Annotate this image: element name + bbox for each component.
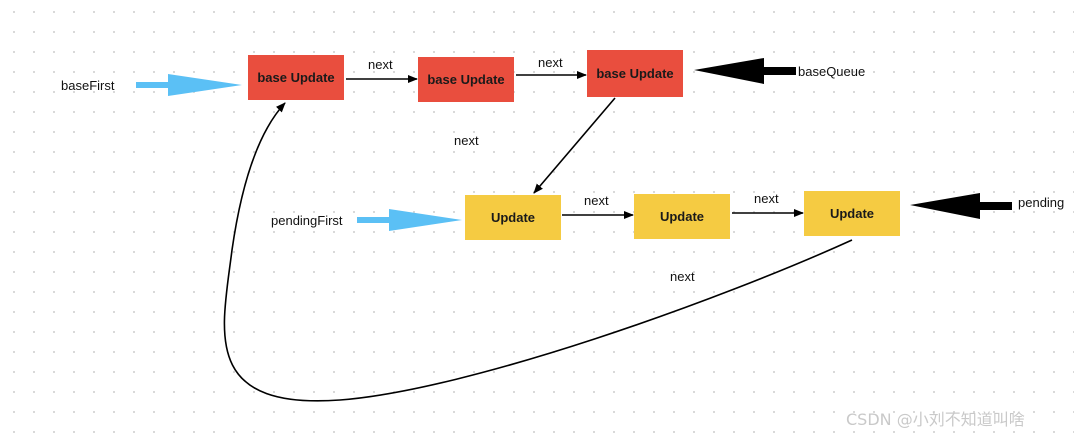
next-arrow-base-to-pending: [533, 97, 616, 194]
edge-label-pending-2-3: next: [754, 191, 779, 206]
pending-update-node-1: Update: [465, 195, 561, 240]
csdn-watermark: CSDN @小刘不知道叫啥: [846, 410, 1025, 429]
pointer-label-pending-first: pendingFirst: [271, 213, 343, 228]
pending-update-node-2: Update: [634, 194, 730, 239]
base-first-pointer-arrow: [136, 74, 242, 96]
pointer-label-pending: pending: [1018, 195, 1065, 210]
edge-label-base-to-pending: next: [454, 133, 479, 148]
pointer-label-base-first: baseFirst: [61, 78, 115, 93]
base-update-node-3: base Update: [587, 50, 683, 97]
pending-pointer-arrow: [910, 193, 1012, 219]
edge-label-pending-to-base: next: [670, 269, 695, 284]
pointer-label-base-queue: baseQueue: [798, 64, 866, 79]
pending-first-pointer-arrow: [357, 209, 462, 231]
next-arrow-pending-loop-to-base: [223, 102, 853, 402]
base-update-node-2: base Update: [418, 57, 514, 102]
edge-label-base-1-2: next: [368, 57, 393, 72]
base-update-node-1: base Update: [248, 55, 344, 100]
pending-update-node-3: Update: [804, 191, 900, 236]
edge-label-base-2-3: next: [538, 55, 563, 70]
base-queue-pointer-arrow: [694, 58, 796, 84]
edge-label-pending-1-2: next: [584, 193, 609, 208]
